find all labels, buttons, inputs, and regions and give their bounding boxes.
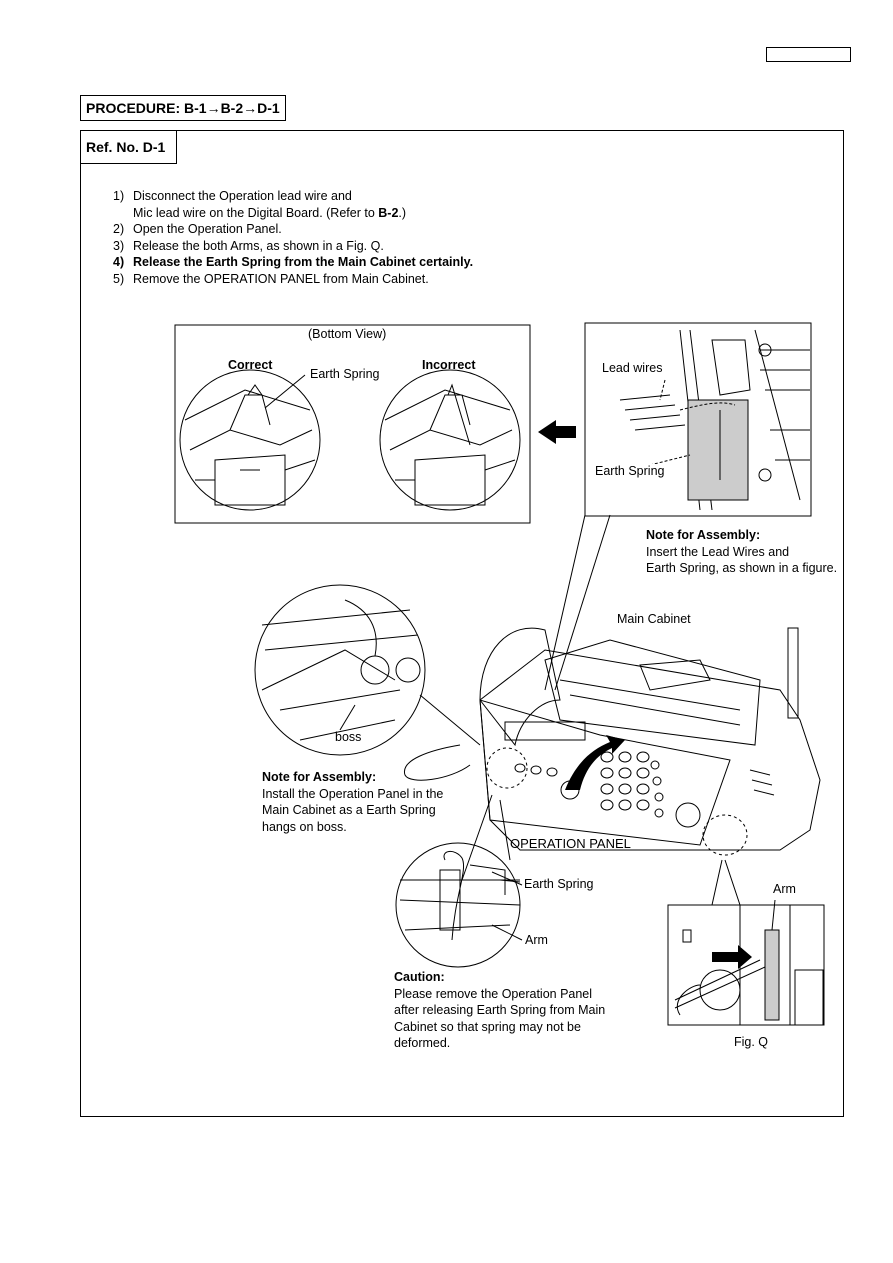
right-arrow-icon [712, 945, 752, 969]
note-assembly-2: Note for Assembly: Install the Operation… [262, 770, 444, 834]
note-assembly-1: Note for Assembly: Insert the Lead Wires… [646, 528, 838, 575]
page-id-box [766, 47, 851, 62]
earth-spring-label-detail: Earth Spring [524, 877, 594, 891]
keypad-buttons [514, 751, 701, 828]
lead-wires-label: Lead wires [600, 361, 665, 375]
procedure-steps: 1)Disconnect the Operation lead wire and… [113, 188, 473, 287]
boss-detail-illustration [254, 584, 426, 756]
step-4: 4)Release the Earth Spring from the Main… [113, 255, 474, 269]
arm-label-detail: Arm [525, 933, 548, 947]
step-5: 5)Remove the OPERATION PANEL from Main C… [113, 271, 429, 286]
content-frame [80, 130, 844, 1117]
caution-note: Caution: Please remove the Operation Pan… [394, 970, 606, 1050]
step-1: 1)Disconnect the Operation lead wire and [113, 189, 352, 203]
fig-q-caption: Fig. Q [734, 1035, 769, 1049]
procedure-header: PROCEDURE: B-1→B-2→D-1 [80, 95, 286, 121]
spring-detail-illustration [395, 842, 521, 968]
step-3: 3)Release the both Arms, as shown in a F… [113, 238, 384, 253]
left-arrow-icon [538, 420, 576, 444]
bottom-view-title: (Bottom View) [308, 327, 387, 341]
incorrect-detail-illustration [379, 369, 521, 511]
incorrect-label: Incorrect [422, 358, 476, 372]
fax-main-unit-illustration [404, 627, 821, 856]
ref-no-label: Ref. No. D-1 [80, 130, 177, 164]
arm-label-figq: Arm [773, 882, 796, 896]
lead-wires-illustration [584, 322, 812, 517]
correct-label: Correct [228, 358, 273, 372]
curved-arrow-icon [565, 735, 625, 790]
correct-detail-illustration [179, 369, 321, 511]
step-1-continued: Mic lead wire on the Digital Board. (Ref… [133, 205, 407, 220]
bottom-view-frame [174, 324, 531, 524]
fig-q-illustration [667, 859, 825, 1026]
earth-spring-label-bottom: Earth Spring [310, 367, 380, 381]
step-2: 2)Open the Operation Panel. [113, 222, 282, 236]
boss-label: boss [335, 730, 362, 744]
earth-spring-label-lead: Earth Spring [593, 464, 667, 478]
operation-panel-label: OPERATION PANEL [510, 836, 631, 851]
main-cabinet-label: Main Cabinet [617, 612, 691, 626]
